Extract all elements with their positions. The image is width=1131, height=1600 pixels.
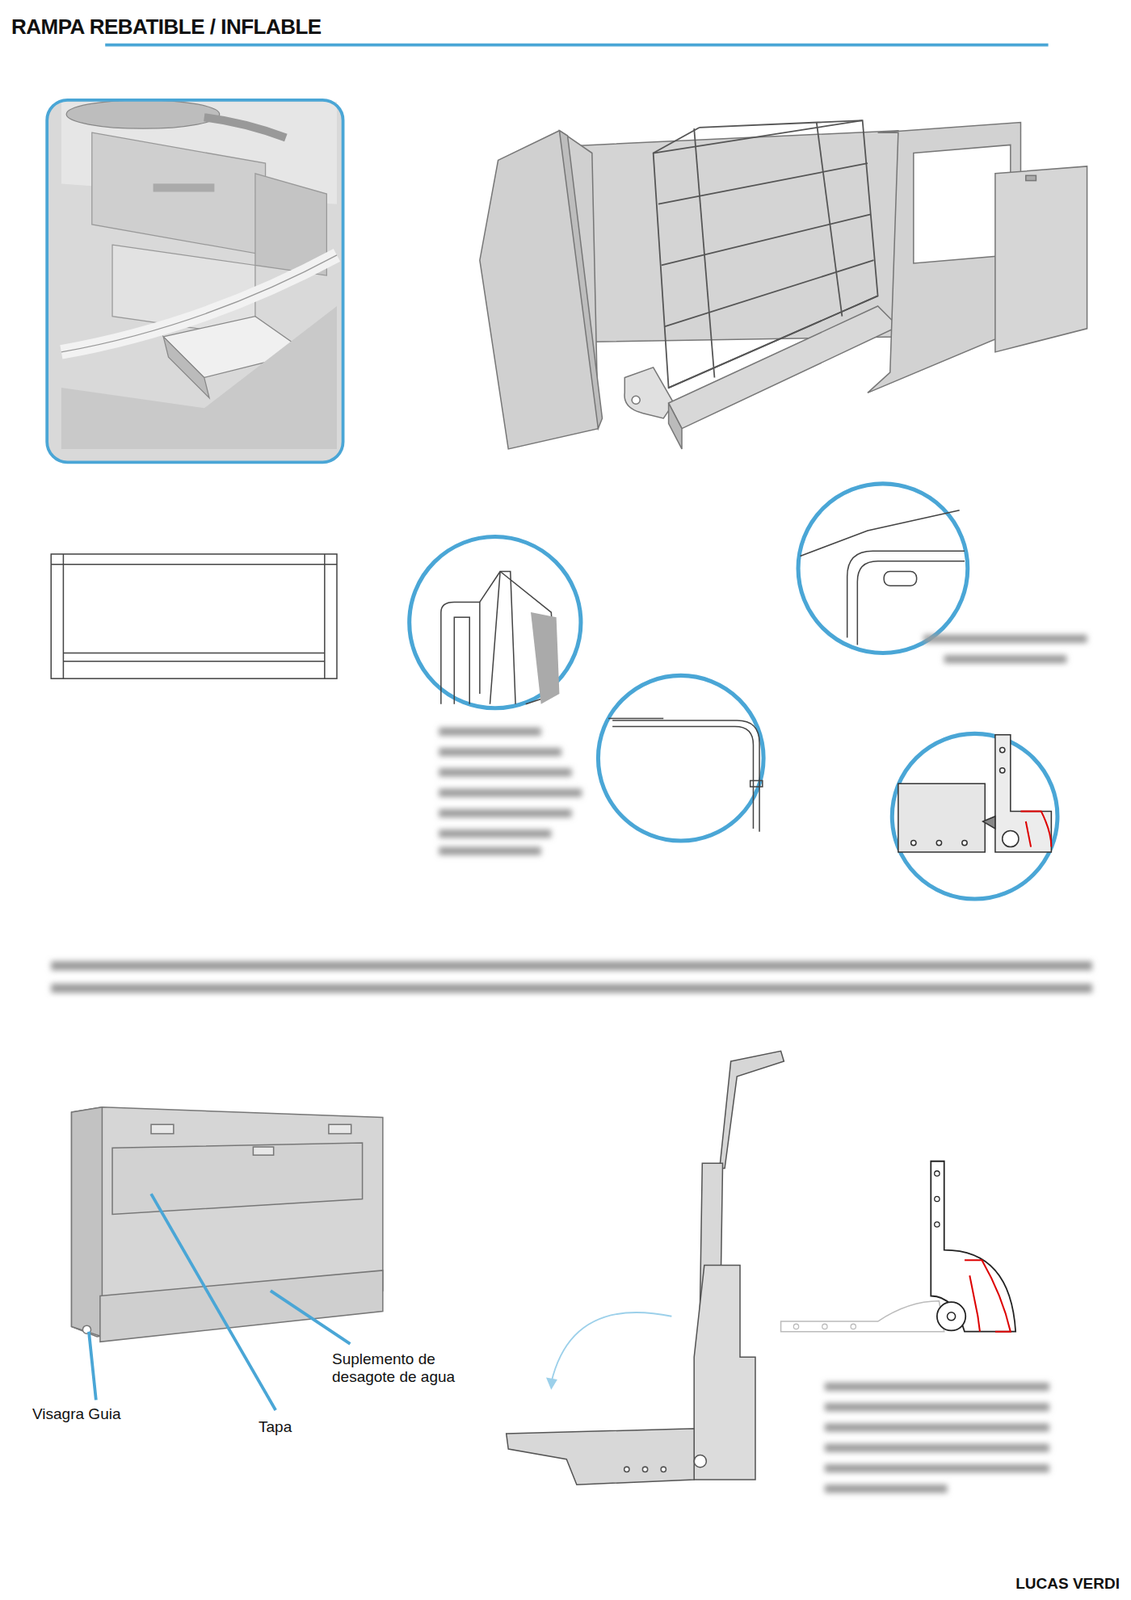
part-label: Suplemento de desagote de agua xyxy=(332,1350,466,1387)
page-title: RAMPA REBATIBLE / INFLABLE xyxy=(11,14,322,40)
author-signature: LUCAS VERDI xyxy=(1015,1575,1120,1594)
part-label: Tapa xyxy=(258,1418,292,1437)
part-label: Visagra Guia xyxy=(32,1405,122,1424)
